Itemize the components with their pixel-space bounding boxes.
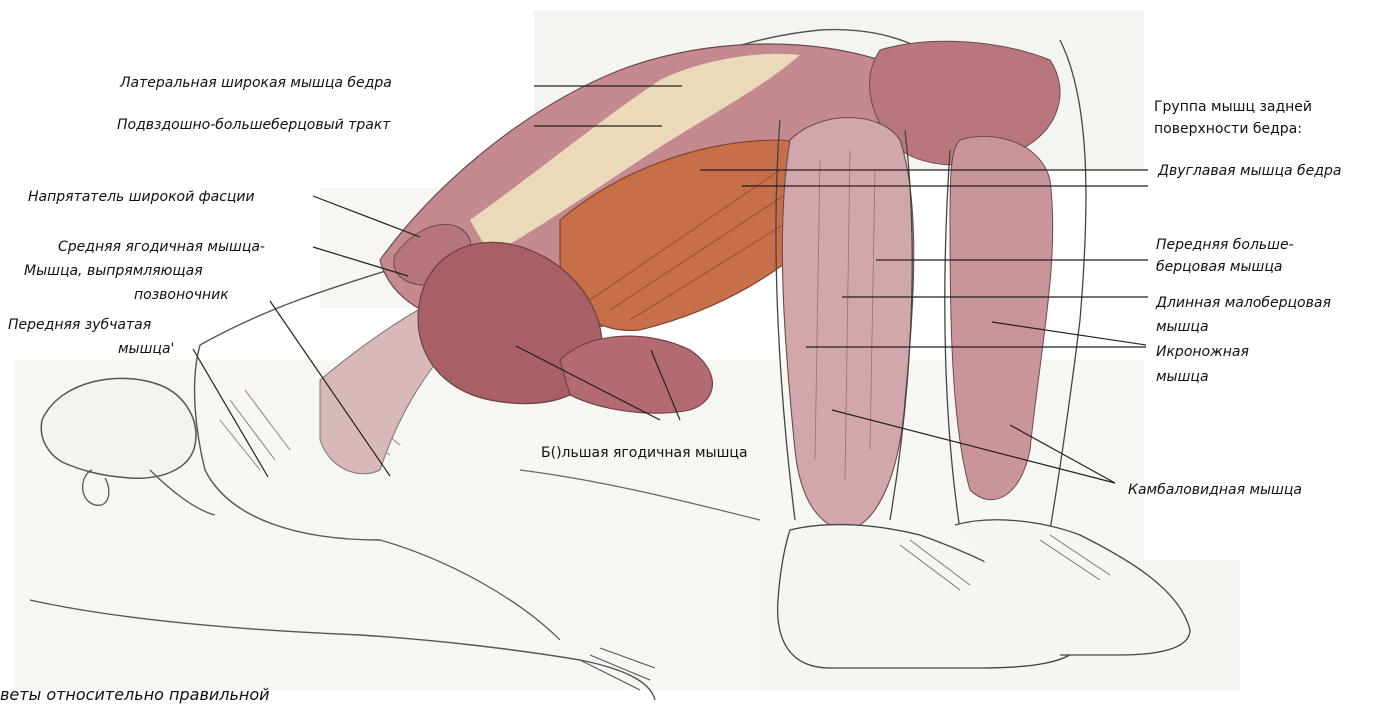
label-gastrocnemius-1: Икроножная — [1156, 343, 1249, 361]
label-hamstrings-2: поверхности бедра: — [1154, 120, 1302, 138]
label-biceps-femoris: Двуглавая мышца бедра — [1158, 162, 1341, 180]
label-iliotibial-tract: Подвздошно-большеберцовый тракт — [117, 116, 390, 134]
label-tibialis-1: Передняя больше- — [1156, 236, 1294, 254]
label-tibialis-2: берцовая мышца — [1156, 258, 1282, 276]
label-tensor-fasciae: Напрятатель широкой фасции — [28, 188, 255, 206]
label-erector-spinae-1: Мышца, выпрямляющая — [24, 262, 203, 280]
label-gastrocnemius-2: мышца — [1156, 368, 1209, 386]
label-serratus-1: Передняя зубчатая — [8, 316, 151, 334]
caption-text: веты относительно правильной — [0, 686, 270, 704]
head-outline — [41, 378, 196, 478]
label-serratus-2: мышца' — [118, 340, 174, 358]
front-calf — [782, 118, 913, 531]
label-gluteus-maximus: Б()льшая ягодичная мышца — [541, 444, 748, 462]
label-gluteus-medius: Средняя ягодичная мышца- — [58, 238, 265, 256]
label-vastus-lateralis: Латеральная широкая мышца бедра — [120, 74, 392, 92]
label-hamstrings-1: Группа мышц задней — [1154, 98, 1312, 116]
label-peroneus-1: Длинная малоберцовая — [1156, 294, 1331, 312]
label-peroneus-2: мышца — [1156, 318, 1209, 336]
label-soleus: Камбаловидная мышца — [1128, 481, 1302, 499]
label-erector-spinae-2: позвоночник — [134, 286, 229, 304]
